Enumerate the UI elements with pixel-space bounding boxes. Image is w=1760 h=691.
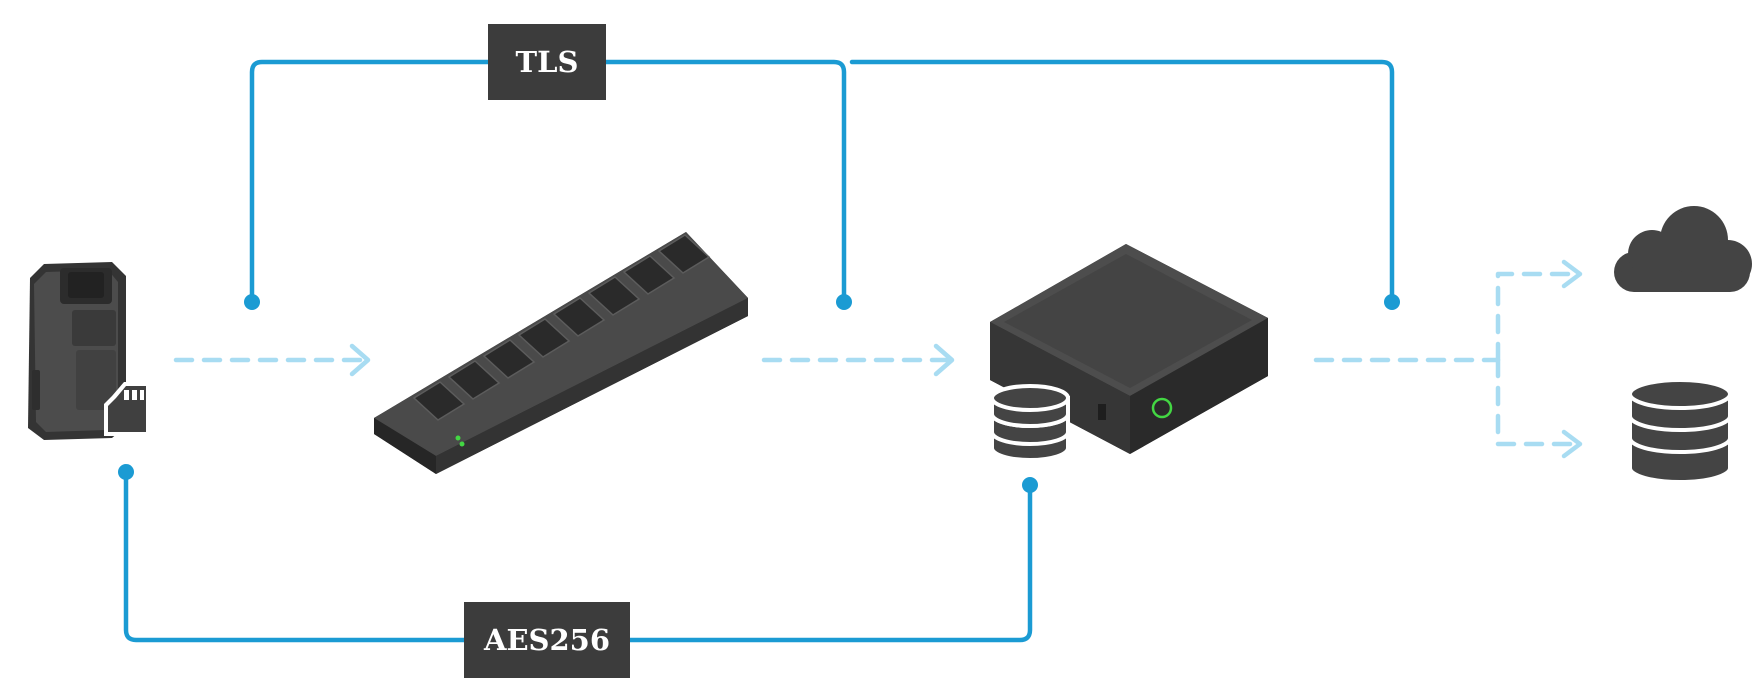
docking-station-icon: [374, 232, 748, 474]
tls-connection-dots: [244, 294, 1400, 310]
aes-connection-line: [123, 471, 1033, 643]
data-flow-arrows: [173, 259, 1583, 459]
sd-card-icon: [104, 382, 150, 436]
tls-connection-lines: [249, 59, 1395, 303]
body-worn-camera-icon: [28, 262, 126, 440]
tls-label: TLS: [488, 24, 606, 100]
server-storage-icon: [1628, 378, 1732, 484]
aes256-label: AES256: [464, 602, 630, 678]
local-storage-icon: [990, 384, 1070, 462]
aes-connection-dots: [118, 464, 1038, 493]
cloud-icon: [1614, 206, 1752, 292]
